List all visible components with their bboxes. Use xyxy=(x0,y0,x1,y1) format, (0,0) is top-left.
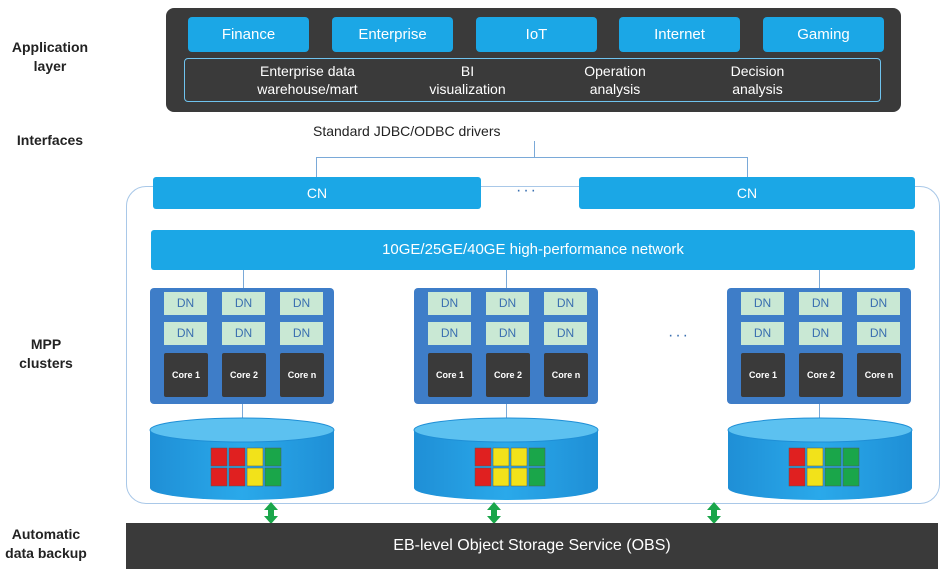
automatic-backup-label: Automatic data backup xyxy=(5,526,87,561)
storage-cylinder xyxy=(413,417,599,500)
data-block xyxy=(474,447,492,467)
dn-block: DN xyxy=(428,322,471,345)
dn-block: DN xyxy=(428,292,471,315)
dn-block: DN xyxy=(741,292,784,315)
high-performance-network: 10GE/25GE/40GE high-performance network xyxy=(151,230,915,270)
dn-block: DN xyxy=(544,292,587,315)
data-block xyxy=(806,467,824,487)
industry-enterprise: Enterprise xyxy=(332,17,453,52)
connector-line xyxy=(506,404,507,420)
double-arrow-icon xyxy=(264,502,278,524)
data-block xyxy=(228,447,246,467)
data-block xyxy=(264,447,282,467)
data-block xyxy=(510,467,528,487)
dn-block: DN xyxy=(486,292,529,315)
connector-line xyxy=(316,157,317,177)
dn-block: DN xyxy=(222,292,265,315)
data-block xyxy=(492,467,510,487)
data-block xyxy=(788,467,806,487)
data-block xyxy=(842,467,860,487)
industry-gaming: Gaming xyxy=(763,17,884,52)
cn-ellipsis: ··· xyxy=(516,182,538,199)
connector-line xyxy=(747,157,748,177)
dn-block: DN xyxy=(222,322,265,345)
double-arrow-icon xyxy=(487,502,501,524)
data-node-server-2: DN DN DN DN DN DN Core 1 Core 2 Core n xyxy=(414,288,598,404)
dn-block: DN xyxy=(280,322,323,345)
data-block xyxy=(528,447,546,467)
object-storage-service: EB-level Object Storage Service (OBS) xyxy=(126,523,938,569)
data-block xyxy=(228,467,246,487)
dn-block: DN xyxy=(799,292,842,315)
dn-block: DN xyxy=(486,322,529,345)
mpp-clusters-label: MPP clusters xyxy=(19,336,73,371)
data-block xyxy=(824,467,842,487)
industry-iot: IoT xyxy=(476,17,597,52)
dn-block: DN xyxy=(544,322,587,345)
cn-node-2: CN xyxy=(579,177,915,209)
node-ellipsis: ··· xyxy=(668,327,690,344)
data-block xyxy=(492,447,510,467)
use-cases-panel: Enterprise data warehouse/mart BI visual… xyxy=(184,58,881,102)
dn-block: DN xyxy=(799,322,842,345)
cn-node-1: CN xyxy=(153,177,481,209)
data-block xyxy=(806,447,824,467)
data-block xyxy=(246,447,264,467)
application-layer-panel: Finance Enterprise IoT Internet Gaming E… xyxy=(166,8,901,112)
cpu-core-chip: Core 2 xyxy=(218,353,270,397)
jdbc-odbc-drivers-label: Standard JDBC/ODBC drivers xyxy=(313,123,501,139)
data-block xyxy=(788,447,806,467)
use-case-data-warehouse: Enterprise data warehouse/mart xyxy=(257,63,358,97)
connector-line xyxy=(819,404,820,420)
dn-block: DN xyxy=(280,292,323,315)
connector-line xyxy=(243,270,244,288)
industry-internet: Internet xyxy=(619,17,740,52)
data-block xyxy=(528,467,546,487)
data-block xyxy=(842,447,860,467)
connector-line xyxy=(534,141,535,157)
data-node-server-1: DN DN DN DN DN DN Core 1 Core 2 Core n xyxy=(150,288,334,404)
dn-block: DN xyxy=(857,292,900,315)
connector-line xyxy=(819,270,820,288)
data-block xyxy=(510,447,528,467)
data-block xyxy=(264,467,282,487)
data-node-server-3: DN DN DN DN DN DN Core 1 Core 2 Core n xyxy=(727,288,911,404)
application-layer-label: Application layer xyxy=(11,39,89,74)
data-block xyxy=(246,467,264,487)
use-case-bi-visualization: BI visualization xyxy=(429,63,506,97)
data-block xyxy=(210,447,228,467)
connector-line xyxy=(506,270,507,288)
use-case-operation-analysis: Operation analysis xyxy=(584,63,646,97)
interfaces-label: Interfaces xyxy=(16,132,84,148)
storage-cylinder xyxy=(727,417,913,500)
data-block xyxy=(824,447,842,467)
double-arrow-icon xyxy=(707,502,721,524)
industry-finance: Finance xyxy=(188,17,309,52)
connector-line xyxy=(242,404,243,420)
dn-block: DN xyxy=(164,292,207,315)
data-block xyxy=(210,467,228,487)
connector-line xyxy=(316,157,747,158)
storage-cylinder xyxy=(149,417,335,500)
dn-block: DN xyxy=(857,322,900,345)
dn-block: DN xyxy=(164,322,207,345)
data-block xyxy=(474,467,492,487)
dn-block: DN xyxy=(741,322,784,345)
use-case-decision-analysis: Decision analysis xyxy=(730,63,785,97)
